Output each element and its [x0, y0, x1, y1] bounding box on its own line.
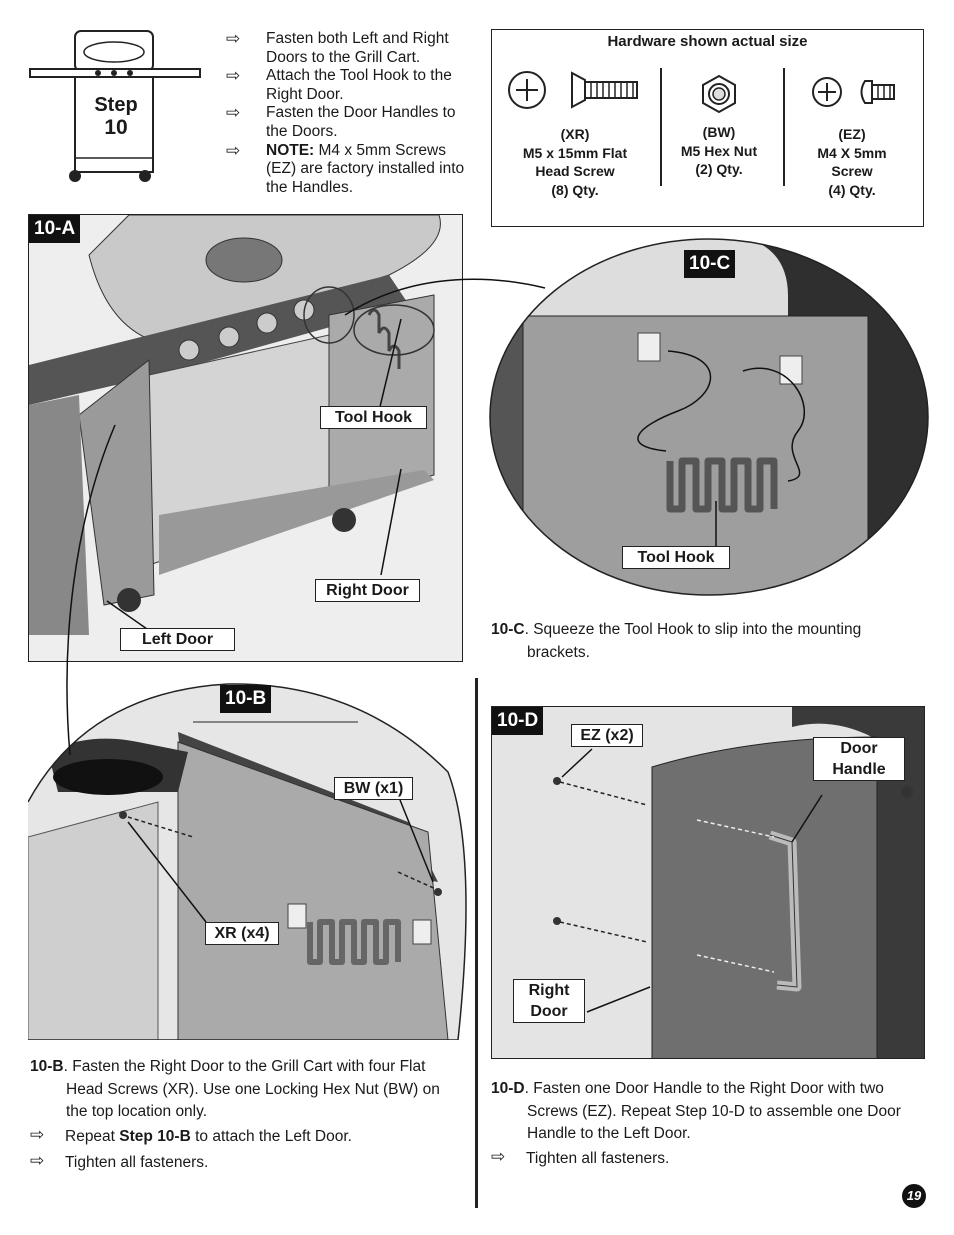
intro-bullet: ⇨ Attach the Tool Hook to the Right Door… [226, 66, 452, 103]
callout-bw: BW (x1) [334, 777, 413, 800]
caption-bullet: ⇨ Tighten all fasteners. [30, 1152, 460, 1175]
arrow-right-icon: ⇨ [226, 140, 241, 160]
callout-tool-hook: Tool Hook [320, 406, 427, 429]
arrow-right-icon: ⇨ [226, 29, 241, 48]
intro-bullet: ⇨ Fasten the Door Handles to the Doors. [226, 103, 456, 140]
hardware-box: Hardware shown actual size (XR) M5 x 15m… [491, 29, 924, 227]
step-thumbnail: Step 10 [28, 28, 203, 186]
column-divider [475, 678, 478, 1208]
callout-ez: EZ (x2) [571, 724, 643, 747]
panel-10b: 10-B BW (x1) XR (x4) [28, 682, 470, 1040]
step-number: 10 [104, 116, 128, 139]
panel-tag: 10-D [492, 707, 544, 735]
hardware-item-bw: (BW) M5 Hex Nut (2) Qty. [680, 124, 758, 177]
grill-thumbnail-illustration [29, 30, 201, 182]
caption-10c: 10-C. Squeeze the Tool Hook to slip into… [491, 621, 862, 661]
callout-left-door: Left Door [120, 628, 235, 651]
divider [783, 68, 785, 186]
panel-10a: 10-A Tool Hook Right Door Left Door [28, 214, 463, 662]
callout-xr: XR (x4) [205, 922, 279, 945]
panel-tag: 10-C [684, 250, 736, 278]
arrow-right-icon: ⇨ [30, 1124, 45, 1144]
door-fastening-detail-illustration [28, 683, 467, 1040]
hardware-title: Hardware shown actual size [607, 33, 808, 50]
pan-head-screw-icon [812, 77, 895, 107]
caption-bullet: ⇨ Tighten all fasteners. [491, 1146, 916, 1171]
intro-bullet: ⇨ Fasten both Left and Right Doors to th… [226, 29, 449, 66]
hardware-item-ez: (EZ) M4 X 5mm Screw (4) Qty. [817, 126, 887, 198]
detail-connector-line [66, 424, 116, 756]
panel-10d: 10-D EZ (x2) Door Handle Right Door [491, 706, 925, 1059]
callout-right-door: Right Door [513, 979, 585, 1023]
caption-10b: 10-B. Fasten the Right Door to the Grill… [30, 1056, 460, 1175]
hex-nut-icon [702, 74, 736, 114]
caption-bullet: ⇨ Repeat Step 10-B to attach the Left Do… [30, 1124, 460, 1149]
arrow-right-icon: ⇨ [226, 66, 241, 86]
callout-right-door: Right Door [315, 579, 420, 602]
intro-bullet-note: ⇨ NOTE: M4 x 5mm Screws (EZ) are factory… [226, 140, 465, 196]
panel-tag: 10-B [220, 685, 272, 713]
page-number: 19 [902, 1184, 926, 1208]
step-word: Step [94, 94, 138, 116]
panel-10c: 10-C Tool Hook [488, 236, 930, 598]
caption-10d: 10-D. Fasten one Door Handle to the Righ… [491, 1078, 916, 1170]
tool-hook-detail-illustration [489, 238, 929, 596]
divider [660, 68, 662, 186]
callout-tool-hook: Tool Hook [622, 546, 730, 569]
hardware-item-xr: (XR) M5 x 15mm Flat Head Screw (8) Qty. [522, 126, 628, 198]
arrow-right-icon: ⇨ [226, 103, 241, 123]
panel-tag: 10-A [29, 215, 81, 243]
callout-door-handle: Door Handle [813, 737, 905, 781]
arrow-right-icon: ⇨ [491, 1146, 506, 1166]
arrow-right-icon: ⇨ [30, 1151, 45, 1170]
detail-connector-line [344, 278, 546, 316]
flat-head-screw-icon [508, 71, 638, 109]
intro-bullets: ⇨ Fasten both Left and Right Doors to th… [226, 29, 466, 197]
